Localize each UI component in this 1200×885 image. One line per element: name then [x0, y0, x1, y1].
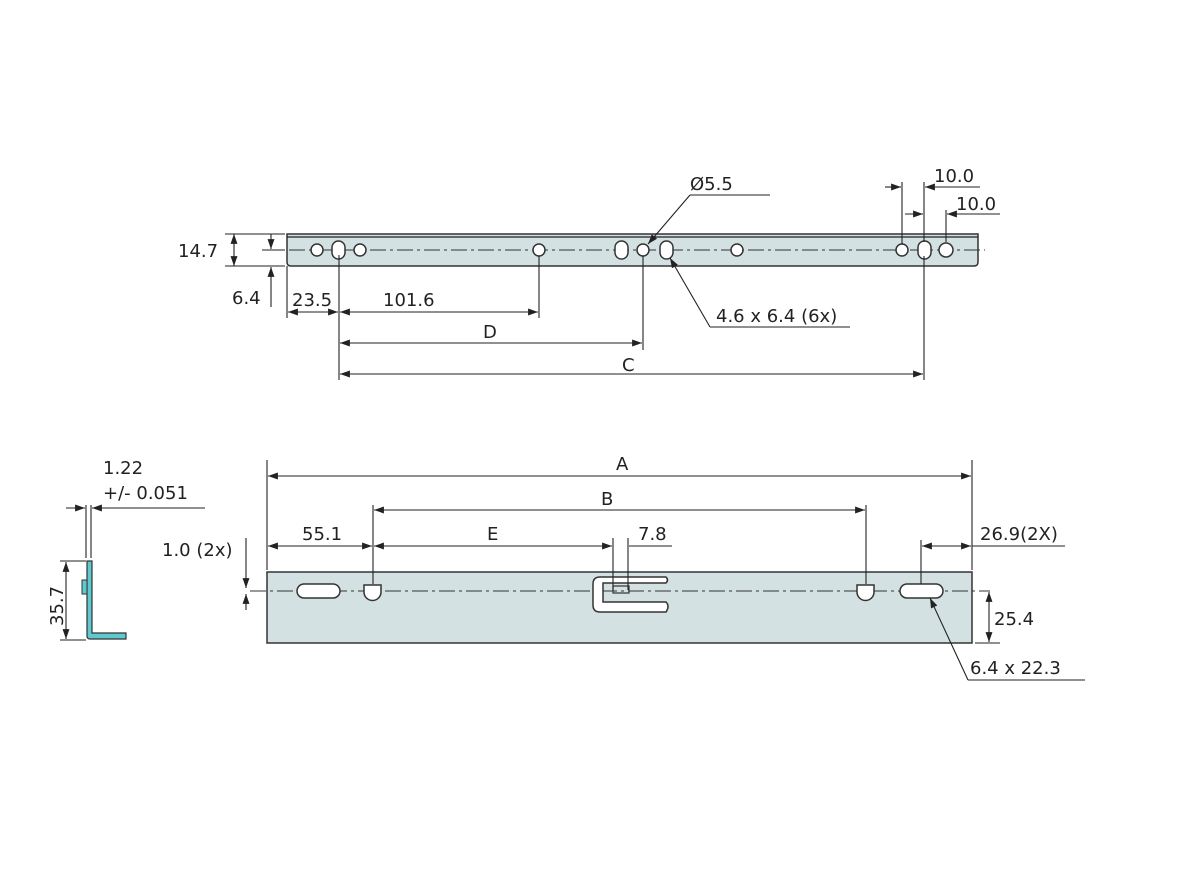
offset-2x-label: 1.0 (2x)	[162, 540, 233, 561]
centerline-offset-label: 6.4	[232, 288, 261, 309]
front-view: A B 55.1 E 7.8 26.9(2X) 1.0 (2x) 25.4 6.…	[162, 454, 1085, 681]
right-long-slot	[899, 583, 944, 599]
bracket-section-profile	[86, 560, 127, 640]
top-holes	[310, 240, 954, 260]
section-height-label: 35.7	[47, 586, 68, 626]
tab-width-label: 7.8	[638, 524, 667, 545]
right-spacing-2-label: 10.0	[956, 194, 996, 215]
spacing-label: 101.6	[383, 290, 435, 311]
left-long-slot	[296, 583, 341, 599]
left-keyhole	[363, 584, 382, 602]
hole-diameter-label: Ø5.5	[690, 174, 733, 195]
top-rail-body	[286, 233, 979, 267]
top-height-label: 14.7	[178, 241, 218, 262]
dim-d-label: D	[483, 322, 497, 343]
edge-to-first-label: 23.5	[292, 290, 332, 311]
dim-c-label: C	[622, 355, 635, 376]
right-keyhole	[856, 584, 875, 602]
dim-e-label: E	[487, 524, 498, 545]
front-slot-label: 6.4 x 22.3	[970, 658, 1061, 679]
right-spacing-1-label: 10.0	[934, 166, 974, 187]
tolerance-label: +/- 0.051	[103, 483, 188, 504]
dim-b-label: B	[601, 489, 613, 510]
dim-a-label: A	[616, 454, 629, 475]
right-offset-label: 26.9(2X)	[980, 524, 1058, 545]
center-tab-cutout	[592, 576, 669, 613]
thickness-label: 1.22	[103, 458, 143, 479]
section-view: 1.22 +/- 0.051 35.7	[47, 458, 205, 641]
centerline-height-label: 25.4	[994, 609, 1034, 630]
top-slot-label: 4.6 x 6.4 (6x)	[716, 306, 837, 327]
top-view: 14.7 6.4 23.5 101.6 D C 10.0 10.0 Ø5.5	[178, 166, 1000, 380]
edge-offset-label: 55.1	[302, 524, 342, 545]
